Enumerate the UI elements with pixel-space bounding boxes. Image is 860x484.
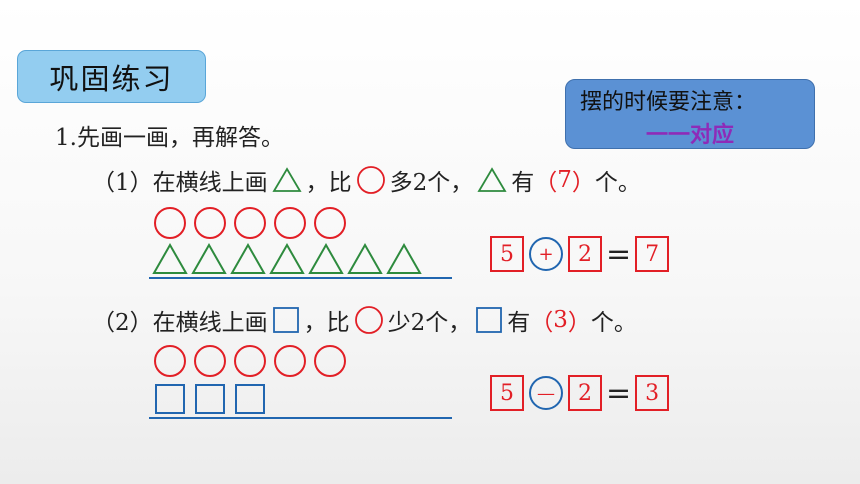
part1-paren-close: ） [571,170,595,196]
part2-prompt: （2）在横线上画 ，比 少2个， 有 （ 3 ） 个。 [92,303,637,337]
triangle-icon [269,243,305,274]
note-callout: 摆的时候要注意： 一一对应 [565,79,815,149]
part1-paren-open: （ [534,170,558,196]
part1-circle-row [152,205,348,241]
part1-answer: 7 [557,167,572,193]
equation-result: 7 [635,236,670,272]
circle-icon [194,345,226,377]
part1-suffix1: 多2个， [389,170,474,196]
circle-icon [274,207,306,239]
triangle-icon [230,243,266,274]
triangle-icon [152,243,188,274]
part2-suffix2: 有 [507,310,531,336]
triangle-icon [477,167,507,192]
triangle-icon [272,167,302,192]
square-icon [272,307,299,333]
equation-result: 3 [635,375,670,411]
triangle-icon [191,243,227,274]
equals-sign: = [606,236,632,272]
circle-icon [154,345,186,377]
minus-operator: — [529,376,563,410]
part2-suffix1: 少2个， [387,310,472,336]
section-title: 巩固练习 [17,50,206,103]
square-icon [155,384,185,414]
square-icon [235,384,265,414]
part2-square-row [152,382,268,416]
circle-icon [234,207,266,239]
circle-icon [354,306,383,334]
triangle-icon [308,243,344,274]
part2-circle-row [152,343,348,379]
part2-paren-open: （ [530,310,554,336]
answer-line [149,417,452,419]
circle-icon [314,345,346,377]
part2-middle: ，比 [303,310,350,336]
part2-prefix: （2）在横线上画 [92,310,268,336]
circle-icon [234,345,266,377]
part1-prefix: （1）在横线上画 [92,170,268,196]
equation-operand: 2 [568,375,602,411]
equals-sign: = [606,375,632,411]
circle-icon [194,207,226,239]
triangle-icon [386,243,422,274]
note-highlight: 一一对应 [645,123,734,148]
part1-equation: 5 + 2 = 7 [490,236,670,272]
part1-middle: ，比 [305,170,352,196]
question-heading: 1.先画一画，再解答。 [55,125,284,151]
square-icon [476,307,503,333]
part2-tail: 个。 [590,310,637,336]
square-icon [195,384,225,414]
note-text: 摆的时候要注意： [580,90,757,115]
part2-paren-close: ） [567,310,591,336]
equation-operand: 5 [490,236,524,272]
circle-icon [154,207,186,239]
equation-operand: 5 [490,375,524,411]
part2-equation: 5 — 2 = 3 [490,375,670,411]
circle-icon [274,345,306,377]
part1-triangle-row [152,243,422,275]
circle-icon [314,207,346,239]
plus-operator: + [529,237,563,271]
triangle-icon [347,243,383,274]
part2-answer: 3 [553,307,568,333]
answer-line [149,277,452,279]
circle-icon [356,166,385,194]
part1-suffix2: 有 [511,170,535,196]
equation-operand: 2 [568,236,602,272]
part1-prompt: （1）在横线上画 ，比 多2个， 有 （ 7 ） 个。 [92,163,641,197]
part1-tail: 个。 [594,170,641,196]
